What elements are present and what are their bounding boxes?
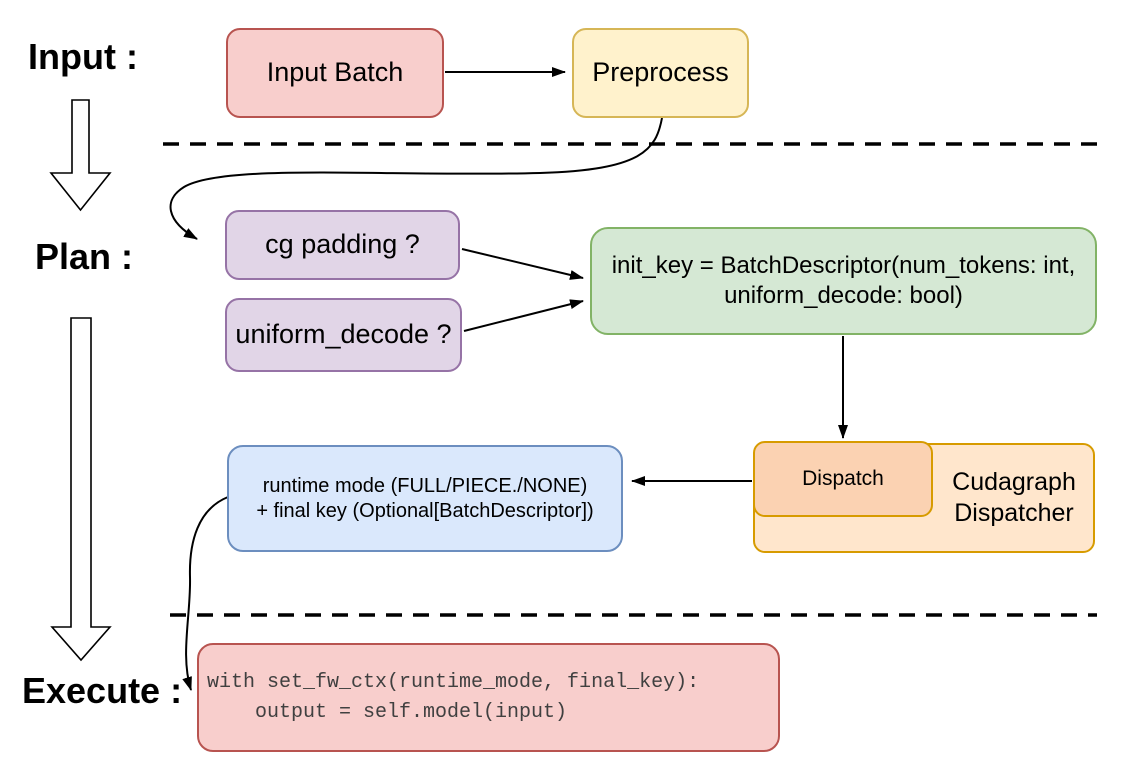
node-input-batch: Input Batch bbox=[226, 28, 444, 118]
node-runtime-mode-line2: + final key (Optional[BatchDescriptor]) bbox=[256, 499, 594, 522]
node-dispatch-label: Dispatch bbox=[802, 466, 884, 490]
cudagraph-line2: Dispatcher bbox=[954, 499, 1074, 527]
node-input-batch-label: Input Batch bbox=[266, 57, 404, 88]
node-preprocess-label: Preprocess bbox=[592, 57, 729, 88]
arrow-runtimemode-to-executecode bbox=[182, 496, 229, 691]
arrow-uniformdecode-to-initkey bbox=[463, 299, 584, 332]
section-label-plan: Plan : bbox=[35, 236, 134, 277]
execute-code-line2: output = self.model(input) bbox=[207, 700, 568, 724]
node-dispatch: Dispatch bbox=[753, 441, 933, 517]
execute-code-line1: with set_fw_ctx(runtime_mode, final_key)… bbox=[207, 670, 700, 694]
node-runtime-mode: runtime mode (FULL/PIECE./NONE) + final … bbox=[227, 445, 623, 552]
arrow-preprocess-to-cgpadding bbox=[169, 117, 663, 240]
node-uniform-decode-label: uniform_decode ? bbox=[235, 319, 452, 350]
node-cg-padding-label: cg padding ? bbox=[265, 229, 420, 260]
cudagraph-line1: Cudagraph bbox=[952, 467, 1076, 496]
node-init-key: init_key = BatchDescriptor(num_tokens: i… bbox=[590, 227, 1097, 335]
node-runtime-mode-line1: runtime mode (FULL/PIECE./NONE) bbox=[262, 474, 588, 497]
node-uniform-decode: uniform_decode ? bbox=[225, 298, 462, 372]
node-init-key-line1: init_key = BatchDescriptor(num_tokens: i… bbox=[611, 252, 1076, 279]
node-cudagraph-dispatcher-label: Cudagraph Dispatcher bbox=[933, 443, 1095, 553]
section-label-input: Input : bbox=[28, 36, 138, 77]
section-label-execute: Execute : bbox=[22, 670, 183, 711]
arrow-cgpadding-to-initkey bbox=[461, 248, 584, 280]
node-execute-code: with set_fw_ctx(runtime_mode, final_key)… bbox=[197, 643, 780, 752]
node-init-key-line2: uniform_decode: bool) bbox=[724, 282, 963, 309]
node-cg-padding: cg padding ? bbox=[225, 210, 460, 280]
flow-arrow-input-to-plan bbox=[49, 99, 112, 212]
flow-arrow-plan-to-execute bbox=[50, 317, 112, 662]
node-preprocess: Preprocess bbox=[572, 28, 749, 118]
